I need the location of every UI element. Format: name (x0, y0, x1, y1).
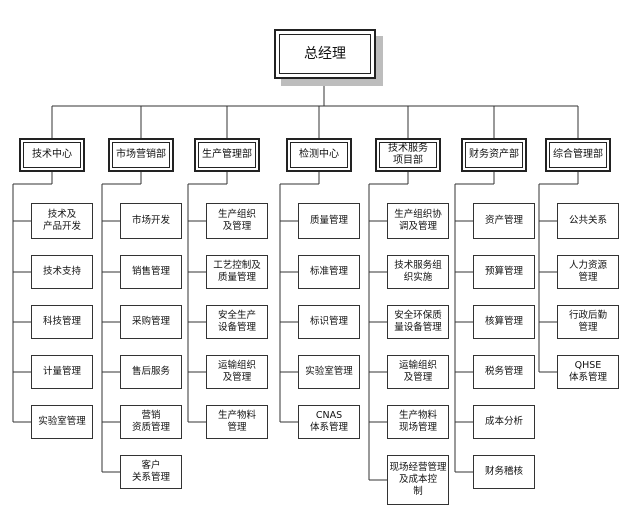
sub-box-5-2: 核算管理 (473, 305, 535, 339)
sub-box-0-0-label: 技术及产品开发 (42, 209, 81, 232)
sub-box-1-0-label: 市场开发 (131, 215, 170, 226)
sub-box-4-0-label: 生产组织协调及管理 (394, 209, 442, 232)
sub-box-6-2: 行政后勤管理 (557, 305, 619, 339)
department-box-4: 技术服务项目部 (375, 138, 441, 172)
sub-box-4-2-label: 安全环保质量设备管理 (394, 310, 442, 333)
sub-box-2-4: 生产物料管理 (206, 405, 268, 439)
sub-box-5-5: 财务稽核 (473, 455, 535, 489)
ceo-box: 总经理 (274, 29, 376, 79)
sub-box-5-1-label: 预算管理 (484, 266, 523, 277)
sub-box-0-0: 技术及产品开发 (31, 203, 93, 239)
sub-box-2-4-label: 生产物料管理 (217, 410, 256, 433)
sub-box-2-3-label: 运输组织及管理 (217, 360, 256, 383)
sub-box-1-2-label: 采购管理 (131, 316, 170, 327)
sub-box-4-0: 生产组织协调及管理 (387, 203, 449, 239)
sub-box-1-3-label: 售后服务 (131, 366, 170, 377)
sub-box-6-2-label: 行政后勤管理 (568, 310, 607, 333)
sub-box-0-3-label: 计量管理 (42, 366, 81, 377)
sub-box-1-5-label: 客户关系管理 (131, 460, 170, 483)
sub-box-3-1: 标准管理 (298, 255, 360, 289)
sub-box-4-5: 现场经营管理及成本控制 (387, 455, 449, 505)
sub-box-6-1: 人力资源管理 (557, 255, 619, 289)
department-box-5: 财务资产部 (461, 138, 527, 172)
sub-box-6-1-label: 人力资源管理 (568, 260, 607, 283)
sub-box-2-1: 工艺控制及质量管理 (206, 255, 268, 289)
department-box-0: 技术中心 (19, 138, 85, 172)
sub-box-0-4: 实验室管理 (31, 405, 93, 439)
sub-box-1-0: 市场开发 (120, 203, 182, 239)
sub-box-2-2-label: 安全生产设备管理 (217, 310, 256, 333)
department-box-5-label: 财务资产部 (469, 149, 519, 160)
sub-box-4-1-label: 技术服务组织实施 (394, 260, 442, 283)
sub-box-2-3: 运输组织及管理 (206, 355, 268, 389)
department-box-0-label: 技术中心 (32, 149, 72, 160)
sub-box-2-0-label: 生产组织及管理 (217, 209, 256, 232)
sub-box-3-0-label: 质量管理 (309, 215, 348, 226)
sub-box-4-1: 技术服务组织实施 (387, 255, 449, 289)
department-box-3: 检测中心 (286, 138, 352, 172)
department-box-4-label: 技术服务项目部 (388, 143, 428, 166)
sub-box-4-3-label: 运输组织及管理 (398, 360, 437, 383)
sub-box-0-4-label: 实验室管理 (38, 416, 86, 427)
department-box-3-label: 检测中心 (299, 149, 339, 160)
sub-box-5-0-label: 资产管理 (484, 215, 523, 226)
sub-box-2-1-label: 工艺控制及质量管理 (213, 260, 261, 283)
sub-box-3-3-label: 实验室管理 (305, 366, 353, 377)
sub-box-0-2: 科技管理 (31, 305, 93, 339)
sub-box-5-3: 税务管理 (473, 355, 535, 389)
sub-box-0-3: 计量管理 (31, 355, 93, 389)
sub-box-1-5: 客户关系管理 (120, 455, 182, 489)
sub-box-3-2-label: 标识管理 (309, 316, 348, 327)
sub-box-1-4-label: 营销资质管理 (131, 410, 170, 433)
sub-box-1-2: 采购管理 (120, 305, 182, 339)
sub-box-1-3: 售后服务 (120, 355, 182, 389)
ceo-label: 总经理 (304, 46, 346, 62)
sub-box-5-3-label: 税务管理 (484, 366, 523, 377)
department-box-1-label: 市场营销部 (116, 149, 166, 160)
sub-box-0-2-label: 科技管理 (42, 316, 81, 327)
sub-box-3-0: 质量管理 (298, 203, 360, 239)
sub-box-3-2: 标识管理 (298, 305, 360, 339)
department-box-6: 综合管理部 (545, 138, 611, 172)
sub-box-2-2: 安全生产设备管理 (206, 305, 268, 339)
sub-box-1-1: 销售管理 (120, 255, 182, 289)
sub-box-6-0-label: 公共关系 (568, 215, 607, 226)
sub-box-2-0: 生产组织及管理 (206, 203, 268, 239)
department-box-2-label: 生产管理部 (202, 149, 252, 160)
sub-box-5-4-label: 成本分析 (484, 416, 523, 427)
sub-box-4-4: 生产物料现场管理 (387, 405, 449, 439)
sub-box-1-1-label: 销售管理 (131, 266, 170, 277)
sub-box-4-4-label: 生产物料现场管理 (398, 410, 437, 433)
department-box-1: 市场营销部 (108, 138, 174, 172)
sub-box-1-4: 营销资质管理 (120, 405, 182, 439)
sub-box-4-2: 安全环保质量设备管理 (387, 305, 449, 339)
sub-box-5-1: 预算管理 (473, 255, 535, 289)
sub-box-6-0: 公共关系 (557, 203, 619, 239)
sub-box-4-5-label: 现场经营管理及成本控制 (389, 462, 447, 497)
sub-box-3-3: 实验室管理 (298, 355, 360, 389)
sub-box-5-5-label: 财务稽核 (484, 466, 523, 477)
department-box-6-label: 综合管理部 (553, 149, 603, 160)
sub-box-5-0: 资产管理 (473, 203, 535, 239)
sub-box-5-4: 成本分析 (473, 405, 535, 439)
sub-box-0-1-label: 技术支持 (42, 266, 81, 277)
sub-box-3-1-label: 标准管理 (309, 266, 348, 277)
sub-box-4-3: 运输组织及管理 (387, 355, 449, 389)
department-box-2: 生产管理部 (194, 138, 260, 172)
sub-box-5-2-label: 核算管理 (484, 316, 523, 327)
sub-box-0-1: 技术支持 (31, 255, 93, 289)
